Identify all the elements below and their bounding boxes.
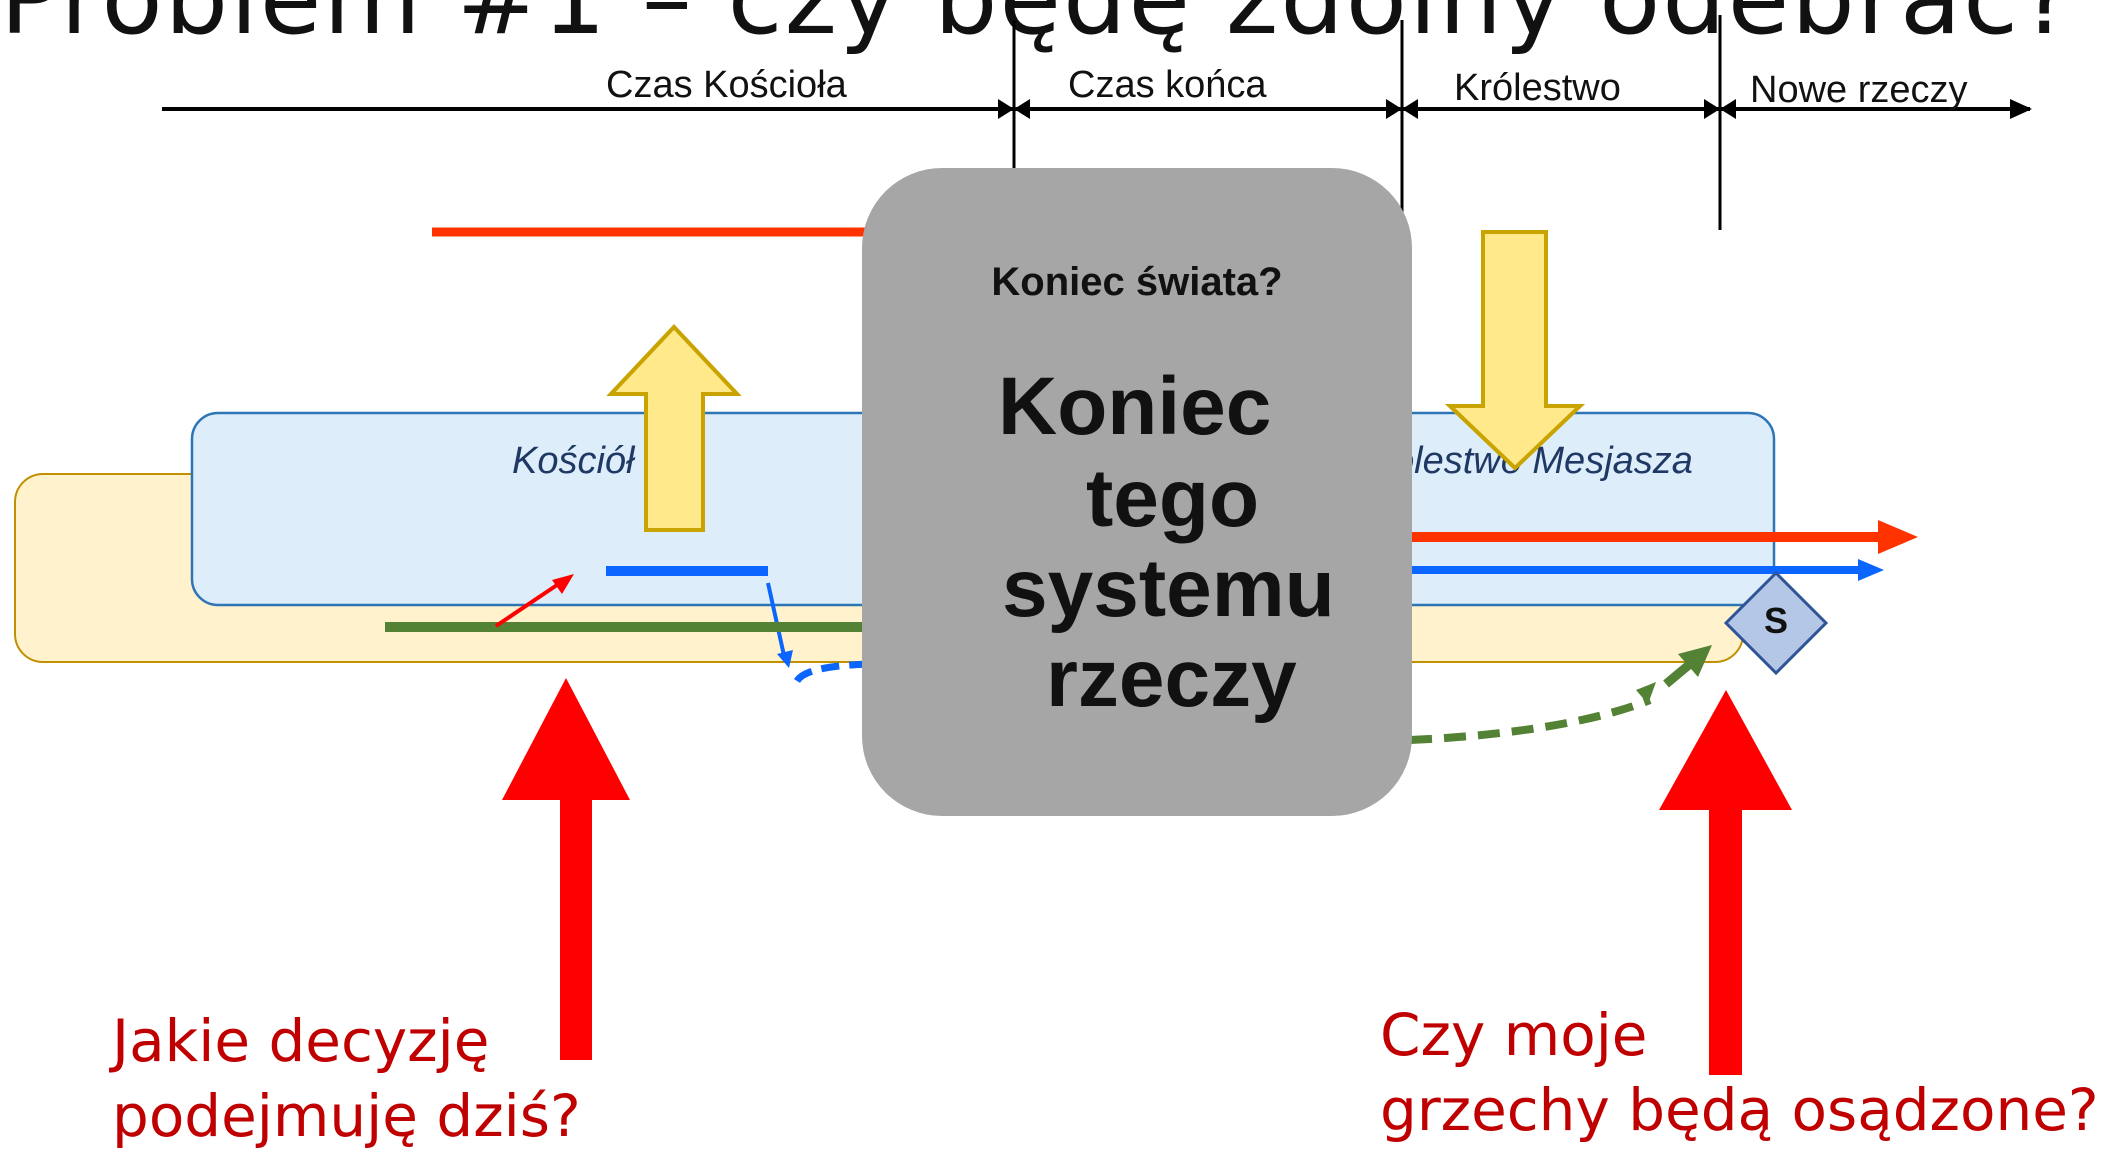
center-text-line-3: systemu [1002, 543, 1335, 634]
timeline-arrowhead [1704, 99, 1720, 119]
green-dashed-tail [1663, 660, 1693, 688]
red-path-right-arrowhead [1878, 520, 1918, 554]
s-badge-label: S [1764, 600, 1789, 641]
timeline-arrowhead [1402, 99, 1418, 119]
question-right-line-1: Czy moje [1380, 1001, 1648, 1069]
blue-drop-arrowhead [777, 650, 793, 668]
question-right: Czy moje grzechy będą osądzone? [1380, 998, 2099, 1149]
era-label-kingdom: Królestwo [1454, 67, 1621, 109]
era-label-church-time: Czas Kościoła [606, 64, 847, 106]
blue-path-right-arrowhead [1858, 559, 1884, 581]
big-red-arrow-left [502, 678, 630, 1060]
blue-drop-line [766, 582, 787, 661]
question-left-line-1: Jakie decyzję [112, 1007, 490, 1075]
timeline-arrowhead [1720, 99, 1736, 119]
question-right-line-2: grzechy będą osądzone? [1380, 1076, 2099, 1145]
green-arrowhead-small [1636, 682, 1656, 704]
center-text-line-1: Koniec [998, 361, 1272, 452]
timeline-arrowhead [998, 99, 1014, 119]
center-text-line-4: rzeczy [1046, 633, 1297, 724]
church-region-label: Kościół [512, 440, 635, 482]
era-label-end-time: Czas końca [1068, 64, 1267, 106]
center-text-line-2: tego [1086, 453, 1260, 544]
question-left-line-2: podejmuję dziś? [112, 1082, 581, 1151]
big-red-arrow-right [1659, 690, 1792, 1075]
timeline-arrowhead [1386, 99, 1402, 119]
small-red-arrowhead [552, 574, 574, 594]
timeline-arrowhead [2010, 99, 2032, 119]
end-of-system-box: Koniec świata? Koniec tego systemu rzecz… [862, 168, 1412, 816]
timeline-arrowhead [1014, 99, 1030, 119]
slide-title: Problem #1 – czy będę zdolny odebrać? [0, 0, 2075, 57]
end-of-world-question: Koniec świata? [991, 260, 1283, 304]
green-arrowhead [1678, 645, 1712, 677]
blue-dashed-curve [794, 660, 871, 684]
question-left: Jakie decyzję podejmuję dziś? [112, 1004, 581, 1155]
green-dashed-curve [1409, 696, 1652, 744]
small-red-arrow [494, 581, 562, 628]
s-badge-diamond [1723, 570, 1829, 676]
era-label-new-things: Nowe rzeczy [1750, 69, 1968, 111]
